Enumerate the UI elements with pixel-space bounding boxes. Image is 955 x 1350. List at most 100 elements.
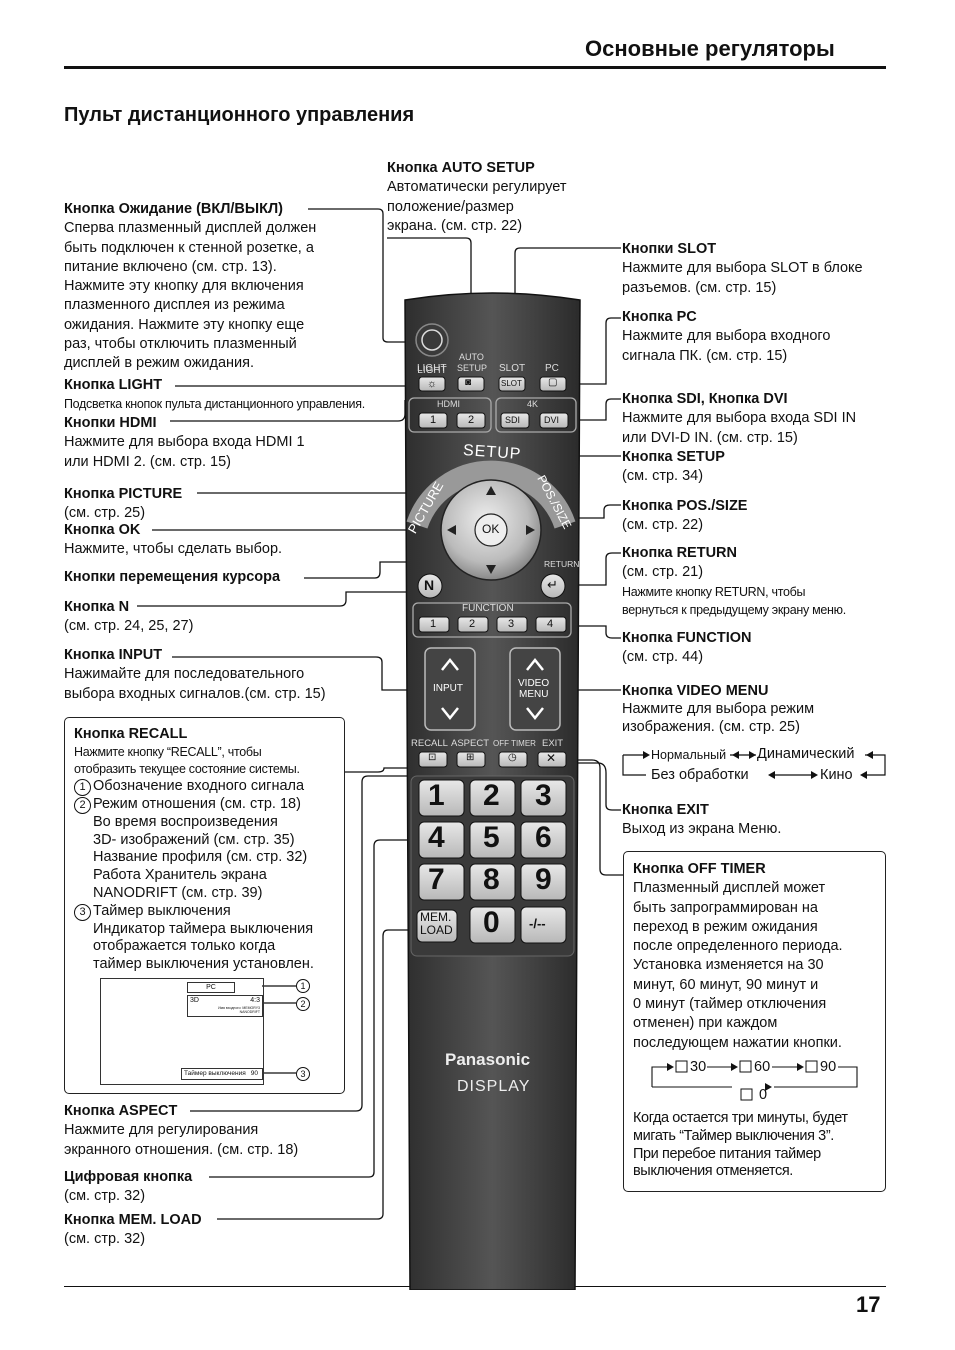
- key-1[interactable]: 1: [428, 779, 445, 812]
- hdmi-line: Нажмите для выбора входа HDMI 1: [64, 434, 305, 451]
- return-icon[interactable]: ↵: [547, 577, 558, 592]
- mode-dynamic: Динамический: [757, 746, 855, 762]
- off-timer-icon[interactable]: ◷: [508, 752, 517, 763]
- key-3[interactable]: 3: [535, 779, 552, 812]
- n-line: (см. стр. 24, 25, 27): [64, 618, 194, 635]
- pc-title: Кнопка PC: [622, 309, 697, 325]
- slot-title: Кнопки SLOT: [622, 241, 717, 257]
- slot-line: разъемов. (см. стр. 15): [622, 279, 777, 296]
- display-label: DISPLAY: [457, 1078, 531, 1095]
- sdi-button[interactable]: SDI: [505, 415, 521, 425]
- label-light: LIGHT: [417, 365, 446, 376]
- note-line: выключения отменяется.: [633, 1163, 793, 1180]
- hdmi1-button[interactable]: 1: [430, 414, 437, 426]
- video-menu-line: изображения. (см. стр. 25): [622, 719, 800, 735]
- setup-button[interactable]: SETUP: [462, 441, 522, 464]
- light-line: Подсветка кнопок пульта дистанционного у…: [64, 397, 365, 412]
- function-callout: Кнопка FUNCTION (см. стр. 44): [622, 629, 751, 668]
- auto-setup-line: экрана. (см. стр. 22): [387, 217, 523, 234]
- f4-button[interactable]: 4: [547, 618, 554, 630]
- standby-line: быть подключен к стенной розетке, а: [64, 239, 314, 256]
- remote-aspect-label: ASPECT: [451, 738, 490, 749]
- f1-button[interactable]: 1: [430, 618, 437, 630]
- sdi-title: Кнопка SDI, Кнопка DVI: [622, 391, 788, 407]
- auto-setup-title: Кнопка AUTO SETUP: [387, 160, 535, 176]
- possize-callout: Кнопка POS./SIZE (см. стр. 22): [622, 497, 747, 536]
- cursor-title: Кнопки перемещения курсора: [64, 569, 281, 585]
- standby-callout: Кнопка Ожидание (ВКЛ/ВЫКЛ) Сперва плазме…: [64, 200, 364, 374]
- input-button[interactable]: INPUT: [433, 683, 463, 694]
- recall-item-1: 1 Обозначение входного сигнала: [74, 778, 344, 797]
- hdmi-title: Кнопки HDMI: [64, 415, 157, 431]
- function-line: (см. стр. 44): [622, 649, 704, 666]
- osd-small: NANODRIFT: [239, 1010, 260, 1014]
- page-title: Основные регуляторы: [585, 36, 835, 61]
- key-4[interactable]: 4: [428, 821, 445, 854]
- key-6[interactable]: 6: [535, 821, 552, 854]
- page-number: 17: [856, 1292, 881, 1317]
- key-7[interactable]: 7: [428, 863, 445, 896]
- dash-button[interactable]: -/--: [529, 916, 546, 931]
- exit-icon[interactable]: ✕: [546, 751, 557, 765]
- f3-button[interactable]: 3: [508, 618, 515, 630]
- exit-line: Выход из экрана Меню.: [622, 821, 782, 838]
- key-5[interactable]: 5: [483, 821, 500, 854]
- cycle-30: 30: [690, 1059, 707, 1075]
- auto-setup-icon[interactable]: ◙: [465, 377, 472, 388]
- pc-icon[interactable]: ▢: [548, 377, 558, 388]
- slot-button[interactable]: SLOT: [501, 379, 522, 388]
- video-menu-button[interactable]: MENU: [519, 689, 549, 700]
- cursor-callout: Кнопки перемещения курсора: [64, 568, 280, 587]
- off-timer-line: 0 минут (таймер отключения: [633, 996, 827, 1013]
- number-circle: 1: [74, 779, 91, 797]
- remote-slot-label: SLOT: [499, 363, 526, 374]
- osd-aspect: 4:3: [250, 997, 260, 1004]
- return-title: Кнопка RETURN: [622, 545, 737, 561]
- aspect-callout: Кнопка ASPECT Нажмите для регулирования …: [64, 1102, 298, 1160]
- aspect-icon[interactable]: ⊞: [466, 752, 475, 763]
- mem-load-button[interactable]: LOAD: [420, 923, 453, 937]
- recall-item-line: Обозначение входного сигнала: [93, 778, 305, 795]
- hdmi2-button[interactable]: 2: [468, 414, 475, 426]
- f2-button[interactable]: 2: [469, 618, 476, 630]
- picture-button[interactable]: PICTURE: [404, 479, 447, 536]
- off-timer-line: отменен) при каждом: [633, 1015, 778, 1032]
- standby-line: плазменного дисплея из режима: [64, 297, 285, 314]
- pc-line: сигнала ПК. (см. стр. 15): [622, 347, 788, 364]
- off-timer-title: Кнопка OFF TIMER: [633, 861, 766, 877]
- hdmi-line: или HDMI 2. (см. стр. 15): [64, 453, 231, 470]
- remote-return-label: RETURN: [544, 559, 580, 569]
- return-small: вернуться к предыдущему экрану меню.: [622, 602, 846, 617]
- off-timer-line: Плазменный дисплей может: [633, 880, 826, 897]
- picture-title: Кнопка PICTURE: [64, 486, 183, 502]
- key-8[interactable]: 8: [483, 863, 500, 896]
- osd-small: Имя входного: MEMORY3: [218, 1006, 260, 1010]
- light-title: Кнопка LIGHT: [64, 377, 163, 393]
- light-icon[interactable]: ☼: [427, 378, 438, 390]
- recall-icon[interactable]: ⊡: [428, 752, 437, 763]
- number-circle: 3: [74, 903, 91, 921]
- slot-callout: Кнопки SLOT Нажмите для выбора SLOT в бл…: [622, 240, 863, 298]
- input-callout: Кнопка INPUT Нажимайте для последователь…: [64, 646, 326, 704]
- digital-title: Цифровая кнопка: [64, 1169, 193, 1185]
- remote-light-label: LIGHT: [417, 363, 447, 374]
- remote-4k-label: 4K: [527, 399, 539, 409]
- dvi-button[interactable]: DVI: [544, 415, 560, 425]
- remote-recall-label: RECALL: [411, 738, 448, 749]
- recall-title: Кнопка RECALL: [74, 726, 188, 742]
- recall-item-line: отображается только когда: [93, 938, 276, 955]
- return-small: Нажмите кнопку RETURN, чтобы: [622, 584, 806, 599]
- n-button[interactable]: N: [424, 577, 435, 593]
- ok-line: Нажмите, чтобы сделать выбор.: [64, 541, 283, 558]
- pos-size-button[interactable]: POS./SIZE: [534, 472, 575, 532]
- memload-line: (см. стр. 32): [64, 1231, 146, 1248]
- ok-button[interactable]: OK: [482, 522, 500, 536]
- video-menu-line: Нажмите для выбора режим: [622, 701, 815, 717]
- mode-normal: Нормальный: [651, 748, 727, 762]
- key-9[interactable]: 9: [535, 863, 552, 896]
- setup-title: Кнопка SETUP: [622, 449, 725, 465]
- key-2[interactable]: 2: [483, 779, 500, 812]
- key-0[interactable]: 0: [483, 906, 500, 939]
- remote-hdmi-label: HDMI: [437, 399, 460, 409]
- mem-label: MEM.: [420, 910, 452, 924]
